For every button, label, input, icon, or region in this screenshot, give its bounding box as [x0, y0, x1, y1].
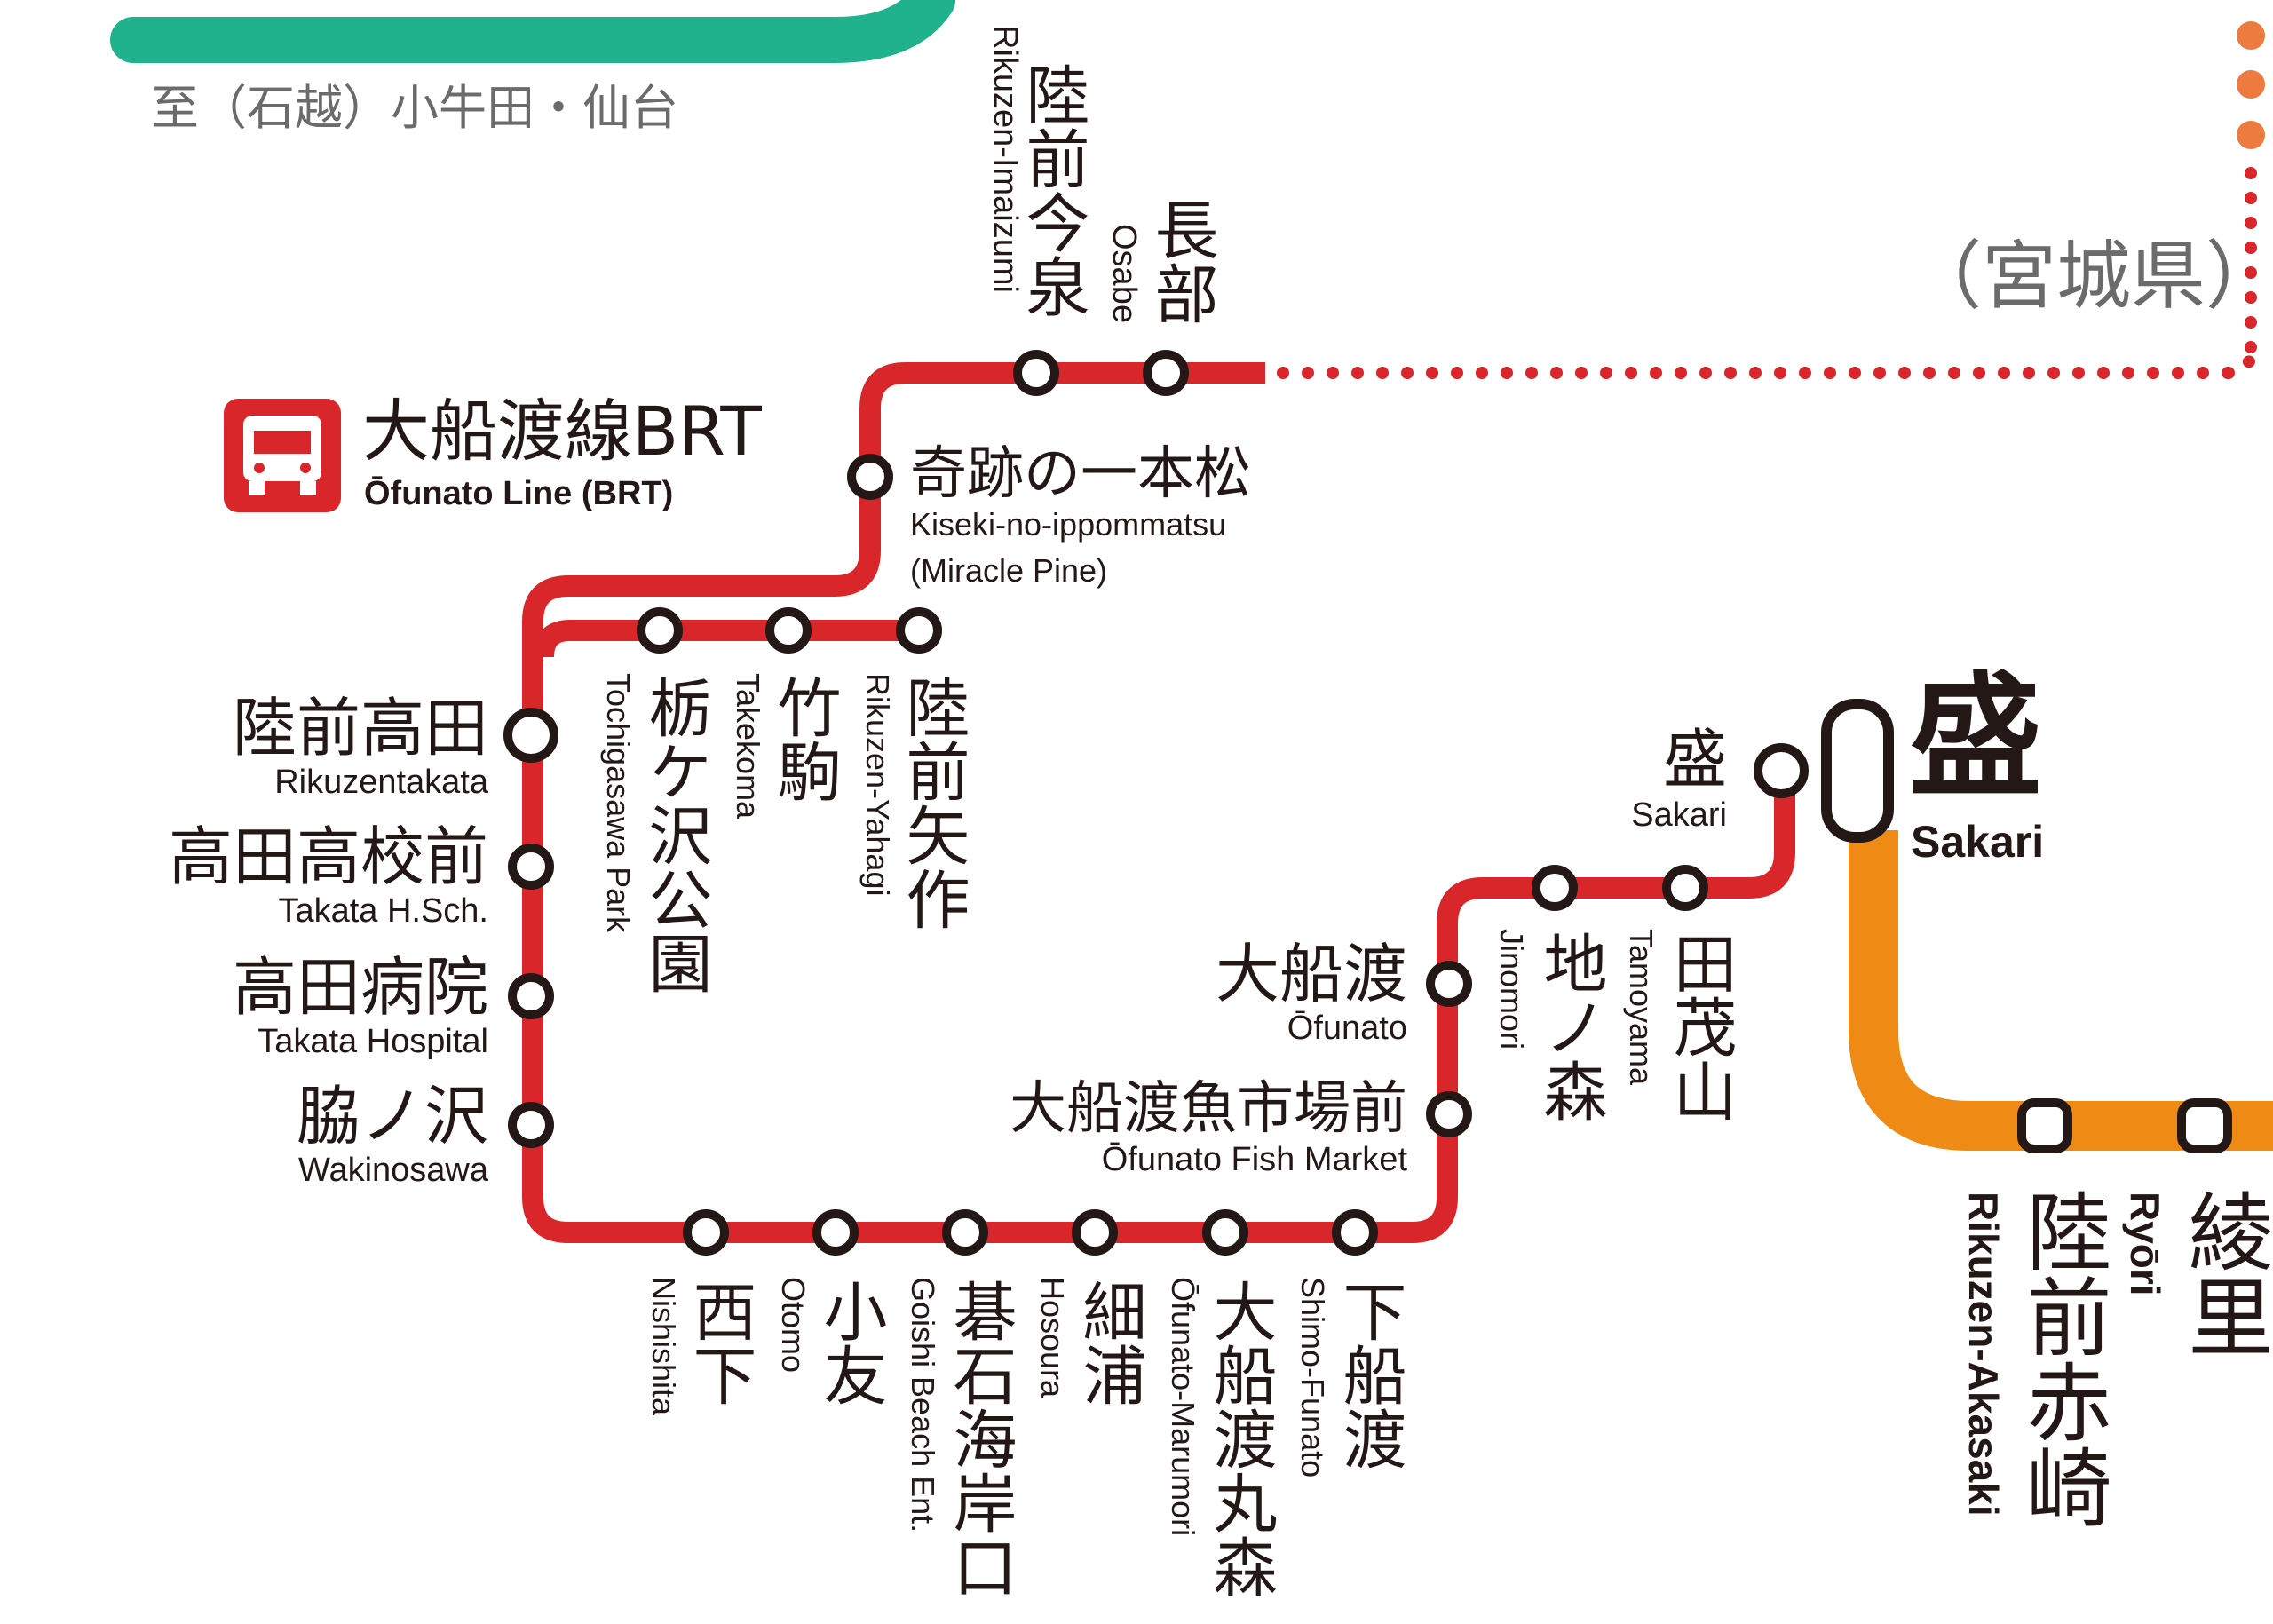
station-marker-takekoma[interactable] — [765, 607, 812, 654]
line-name-en: Ōfunato Line (BRT) — [364, 475, 673, 512]
station-label-sakari-brt-en: Sakari — [1631, 796, 1727, 834]
station-label-hospital: 高田病院 — [233, 950, 488, 1025]
station-marker-goishi[interactable] — [942, 1209, 988, 1256]
station-label-imaizumi-en: Rikuzen-Imaizumi — [986, 25, 1024, 293]
station-marker-fishmarket[interactable] — [1426, 1091, 1472, 1137]
station-label-jinomori-en: Jinomori — [1493, 929, 1530, 1050]
station-label-highschool-en: Takata H.Sch. — [278, 892, 488, 930]
station-marker-jinomori[interactable] — [1532, 865, 1578, 911]
station-marker-imaizumi[interactable] — [1013, 350, 1059, 396]
destination-note: 至（石越）小牛田・仙台 — [151, 80, 678, 136]
station-label-tamoyama-en: Tamoyama — [1623, 929, 1659, 1086]
station-marker-nishishita[interactable] — [683, 1209, 729, 1256]
station-label-imaizumi: 陸前今泉 — [1015, 62, 1089, 318]
station-label-goishi: 碁石海岸口 — [942, 1279, 1017, 1598]
station-marker-tamoyama[interactable] — [1662, 865, 1708, 911]
station-marker-sakari-terminal[interactable] — [1821, 699, 1894, 843]
station-marker-sakari-brt[interactable] — [1754, 743, 1809, 798]
station-label-fishmarket-en: Ōfunato Fish Market — [1102, 1141, 1408, 1178]
line-name-ja: 大船渡線BRT — [362, 392, 762, 471]
station-label-hosoura-en: Hosoura — [1034, 1277, 1071, 1398]
station-label-marumori: 大船渡丸森 — [1202, 1279, 1277, 1598]
station-label-tochigasawa: 栃ケ沢公園 — [638, 675, 712, 994]
brt-branch — [533, 620, 919, 658]
station-label-tamoyama: 田茂山 — [1662, 931, 1737, 1122]
station-label-kiseki-en: Kiseki-no-ippommatsu — [910, 506, 1226, 543]
station-marker-tochigasawa[interactable] — [637, 607, 683, 654]
station-label-wakinosawa: 脇ノ沢 — [297, 1079, 488, 1153]
station-marker-otomo[interactable] — [812, 1209, 859, 1256]
station-marker-akasaki[interactable] — [2017, 1098, 2072, 1153]
station-label-otomo-en: Otomo — [775, 1277, 812, 1373]
station-label-marumori-en: Ōfunato-Marumori — [1165, 1277, 1201, 1536]
station-label-highschool: 高田高校前 — [169, 820, 488, 894]
station-marker-shimofunato[interactable] — [1332, 1209, 1378, 1256]
station-label-takata: 陸前高田 — [233, 691, 488, 765]
station-marker-ofunato[interactable] — [1426, 961, 1472, 1007]
station-label-ryori: 綾里 — [2174, 1188, 2273, 1359]
station-label-hospital-en: Takata Hospital — [257, 1023, 488, 1060]
station-marker-hosoura[interactable] — [1072, 1209, 1118, 1256]
station-label-hosoura: 細浦 — [1072, 1279, 1146, 1406]
station-label-nishishita: 西下 — [682, 1279, 756, 1406]
station-marker-wakinosawa[interactable] — [508, 1102, 554, 1148]
station-label-akasaki: 陸前赤崎 — [2012, 1188, 2111, 1529]
station-marker-hospital[interactable] — [508, 973, 554, 1019]
station-label-yahagi: 陸前矢作 — [895, 675, 970, 931]
station-label-jinomori: 地ノ森 — [1532, 931, 1607, 1122]
orange-line — [1849, 830, 2273, 1151]
station-label-shimofunato: 下船渡 — [1332, 1279, 1406, 1470]
station-marker-marumori[interactable] — [1202, 1209, 1248, 1256]
station-label-fishmarket: 大船渡魚市場前 — [1010, 1076, 1407, 1142]
terminal-name-ja: 盛 — [1909, 661, 2042, 815]
station-label-akasaki-en: Rikuzen-Akasaki — [1960, 1192, 2007, 1517]
station-label-osabe-en: Osabe — [1105, 224, 1143, 323]
station-label-ryori-en: Ryōri — [2122, 1192, 2168, 1296]
prefecture-label: （宮城県） — [1907, 233, 2273, 320]
station-label-goishi-en: Goishi Beach Ent. — [905, 1277, 941, 1533]
station-marker-highschool[interactable] — [508, 844, 554, 890]
station-label-shimofunato-en: Shimo-Funato — [1295, 1277, 1331, 1477]
station-label-takekoma: 竹駒 — [766, 675, 841, 803]
station-label-ofunato-en: Ōfunato — [1287, 1010, 1407, 1047]
station-label-wakinosawa-en: Wakinosawa — [298, 1152, 489, 1189]
terminal-name-en: Sakari — [1911, 817, 2044, 867]
bus-icon — [224, 399, 341, 512]
green-line — [110, 0, 955, 63]
station-label-takata-en: Rikuzentakata — [274, 764, 489, 801]
station-label-nishishita-en: Nishishita — [645, 1277, 682, 1416]
station-label-tochigasawa-en: Tochigasawa Park — [600, 673, 637, 933]
station-label-sakari-brt: 盛 — [1663, 722, 1727, 796]
station-markers — [503, 350, 2232, 1256]
station-marker-kiseki[interactable] — [847, 454, 893, 500]
station-label-kiseki-en2: (Miracle Pine) — [910, 552, 1107, 589]
station-label-kiseki: 奇跡の一本松 — [910, 441, 1251, 507]
station-label-takekoma-en: Takekoma — [730, 673, 766, 820]
station-marker-takata[interactable] — [503, 708, 558, 763]
station-label-ofunato: 大船渡 — [1216, 937, 1407, 1011]
station-label-yahagi-en: Rikuzen-Yahagi — [859, 673, 896, 896]
station-label-otomo: 小友 — [812, 1279, 887, 1406]
brt-line — [522, 362, 1795, 1243]
station-marker-yahagi[interactable] — [896, 607, 942, 654]
orange-dotted-line — [2237, 21, 2265, 357]
station-label-osabe: 長部 — [1144, 197, 1218, 325]
station-marker-osabe[interactable] — [1143, 350, 1189, 396]
station-marker-ryori[interactable] — [2177, 1098, 2232, 1153]
